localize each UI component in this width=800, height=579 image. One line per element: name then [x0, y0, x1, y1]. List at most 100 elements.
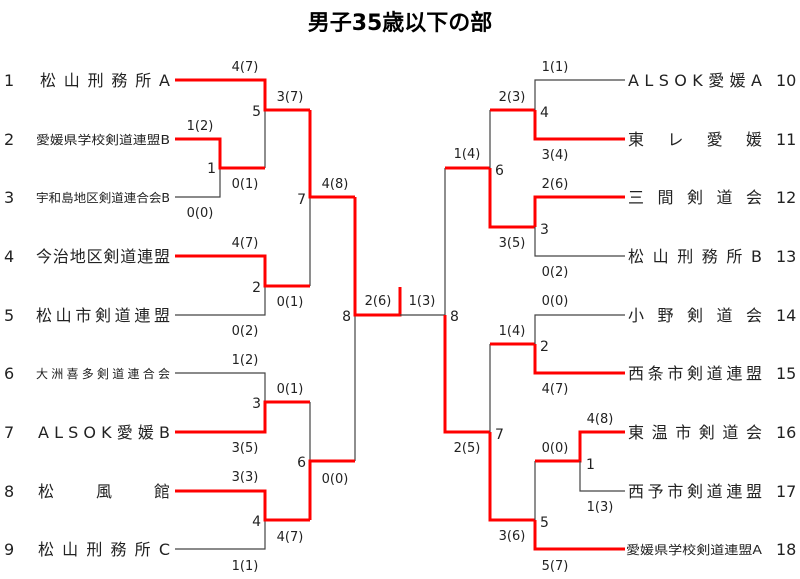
match-number: 5: [540, 515, 549, 531]
team-name: 愛媛県学校剣道連盟A: [626, 542, 763, 557]
match-number: 4: [540, 105, 549, 121]
winner-line: [308, 110, 355, 199]
match-score: 3(6): [499, 529, 526, 544]
match-score: 1(3): [587, 500, 614, 515]
seed-number: 16: [776, 423, 796, 442]
match-number: 6: [495, 163, 504, 179]
match-score: 0(0): [322, 472, 349, 487]
match-number: 1: [586, 457, 595, 473]
bracket-line: [534, 314, 625, 344]
match-number: 1: [207, 161, 216, 177]
match-score: 1(2): [232, 353, 259, 368]
match-score: 4(7): [232, 236, 259, 251]
seed-number: 18: [776, 540, 796, 559]
match-score: 2(5): [454, 441, 481, 456]
match-number: 8: [450, 309, 459, 325]
team-name: 松風館: [38, 482, 170, 501]
match-score: 1(2): [187, 119, 214, 134]
winner-line: [533, 344, 625, 375]
bracket-line: [175, 520, 266, 550]
bracket-line: [534, 79, 625, 110]
match-number: 8: [342, 309, 351, 325]
match-score: 0(0): [542, 294, 569, 309]
right-teams: ALSOK愛媛A 10 東レ愛媛 11 三間剣道会 12 松山刑務所B 13 小…: [626, 71, 796, 559]
match-score: 3(5): [499, 236, 526, 251]
match-score: 4(8): [322, 177, 349, 192]
match-score: 2(3): [499, 90, 526, 105]
seed-number: 3: [4, 188, 14, 207]
match-score: 4(8): [587, 412, 614, 427]
seed-number: 9: [4, 540, 14, 559]
seed-number: 7: [4, 423, 14, 442]
match-number: 2: [540, 339, 549, 355]
winner-line: [308, 459, 355, 520]
winner-line: [535, 430, 625, 463]
winner-line: [443, 315, 490, 434]
winner-line: [488, 168, 535, 229]
seed-number: 14: [776, 306, 796, 325]
match-number: 3: [252, 396, 261, 412]
team-name: ALSOK愛媛A: [628, 71, 762, 90]
winner-line: [533, 110, 625, 141]
match-score: 0(1): [277, 382, 304, 397]
match-score: 3(3): [232, 470, 259, 485]
seed-number: 10: [776, 71, 796, 90]
right-bracket-lines: [400, 79, 625, 551]
match-number: 5: [252, 104, 261, 120]
team-name: ALSOK愛媛B: [38, 423, 170, 442]
team-name: 松山市剣道連盟: [36, 306, 170, 325]
match-score: 4(7): [232, 60, 259, 75]
seed-number: 6: [4, 364, 14, 383]
match-score: 0(1): [277, 295, 304, 310]
match-number: 4: [252, 514, 261, 530]
seed-number: 12: [776, 188, 796, 207]
bracket-line: [175, 168, 221, 198]
match-score: 3(7): [277, 90, 304, 105]
match-score: 0(0): [542, 441, 569, 456]
left-teams: 1 松山刑務所A 2 愛媛県学校剣道連盟B 3 宇和島地区剣道連合会B 4 今治…: [4, 71, 170, 559]
bracket-line: [175, 372, 266, 402]
match-number: 2: [252, 280, 261, 296]
team-name: 大洲喜多剣道連合会: [36, 366, 170, 381]
team-name: 東温市剣道会: [628, 423, 762, 442]
seed-number: 8: [4, 482, 14, 501]
match-number: 7: [297, 192, 306, 208]
match-score: 3(4): [542, 148, 569, 163]
winner-line: [175, 400, 310, 434]
seed-number: 15: [776, 364, 796, 383]
match-score: 1(4): [454, 147, 481, 162]
bracket-line: [175, 286, 266, 316]
match-score: 4(7): [542, 382, 569, 397]
team-name: 今治地区剣道連盟: [36, 247, 170, 266]
team-name: 松山刑務所B: [628, 247, 762, 266]
right-match-labels: 1(1) 3(4) 4 2(6) 0(2) 3 2(3) 3(5) 6 0(0)…: [450, 60, 613, 574]
match-score: 3(5): [232, 441, 259, 456]
seed-number: 4: [4, 247, 14, 266]
team-name: 西条市剣道連盟: [628, 364, 762, 383]
team-name: 松山刑務所A: [40, 71, 170, 90]
match-score: 4(7): [277, 530, 304, 545]
winner-line: [175, 489, 310, 522]
team-name: 宇和島地区剣道連合会B: [36, 190, 170, 205]
bracket-title: 男子35歳以下の部: [308, 10, 493, 36]
match-score: 1(1): [542, 60, 569, 75]
winner-line: [533, 520, 625, 551]
match-score: 5(7): [542, 559, 569, 574]
team-name: 東レ愛媛: [628, 130, 762, 149]
match-number: 3: [540, 222, 549, 238]
match-score: 1(4): [499, 324, 526, 339]
seed-number: 13: [776, 247, 796, 266]
winner-line: [488, 432, 535, 522]
seed-number: 11: [776, 130, 796, 149]
match-score: 0(2): [232, 324, 259, 339]
match-score: 0(1): [232, 177, 259, 192]
seed-number: 1: [4, 71, 14, 90]
match-score: 2(6): [542, 177, 569, 192]
match-number: 6: [297, 455, 306, 471]
winner-line: [353, 197, 402, 317]
match-score: 0(0): [187, 206, 214, 221]
team-name: 松山刑務所C: [38, 540, 170, 559]
match-score: 1(1): [232, 559, 259, 574]
winner-line: [533, 195, 625, 227]
